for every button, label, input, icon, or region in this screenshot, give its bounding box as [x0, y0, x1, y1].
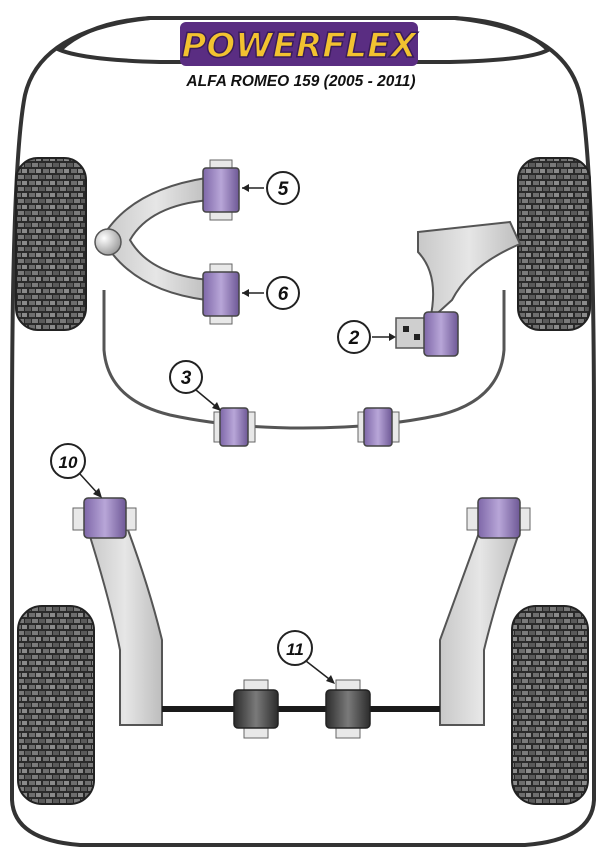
ball-joint-icon: [94, 228, 122, 256]
callout-label: 3: [181, 368, 192, 389]
bushing-icon: [395, 311, 459, 357]
bushing-icon: [466, 497, 531, 539]
logo-text: POWERFLEX: [181, 26, 418, 66]
car-body-outline: [10, 16, 596, 847]
callout-label: 10: [59, 453, 78, 472]
tyre-icon: [517, 157, 591, 331]
front-lower-arm: [417, 220, 522, 323]
front-anti-roll-bar: [102, 290, 506, 430]
rear-trailing-arm-left: [86, 529, 163, 726]
rear-link-bar: [162, 706, 440, 712]
callout-label: 6: [278, 284, 289, 305]
bushing-icon: [233, 679, 279, 739]
tyre-icon: [17, 605, 95, 805]
bushing-icon: [357, 407, 400, 447]
callout-6[interactable]: 6: [242, 276, 300, 310]
callout-label: 11: [286, 640, 304, 659]
powerflex-logo: POWERFLEX: [180, 22, 419, 67]
tyre-icon: [15, 157, 87, 331]
front-upper-wishbone: [94, 176, 212, 302]
callout-2[interactable]: 2: [337, 320, 396, 354]
bushing-icon: [213, 407, 256, 447]
bushing-icon: [325, 679, 371, 739]
bushing-icon: [202, 263, 240, 325]
callout-5[interactable]: 5: [242, 171, 300, 205]
rear-trailing-arm-right: [439, 529, 522, 726]
vehicle-title: ALFA ROMEO 159 (2005 - 2011): [185, 73, 415, 90]
tyre-icon: [511, 605, 589, 805]
callout-3[interactable]: 3: [169, 360, 221, 411]
callout-11[interactable]: 11: [277, 630, 335, 684]
callout-label: 2: [348, 328, 360, 349]
callout-10[interactable]: 10: [50, 443, 102, 498]
bushing-icon: [72, 497, 137, 539]
bushing-icon: [202, 159, 240, 221]
callout-label: 5: [278, 179, 289, 200]
